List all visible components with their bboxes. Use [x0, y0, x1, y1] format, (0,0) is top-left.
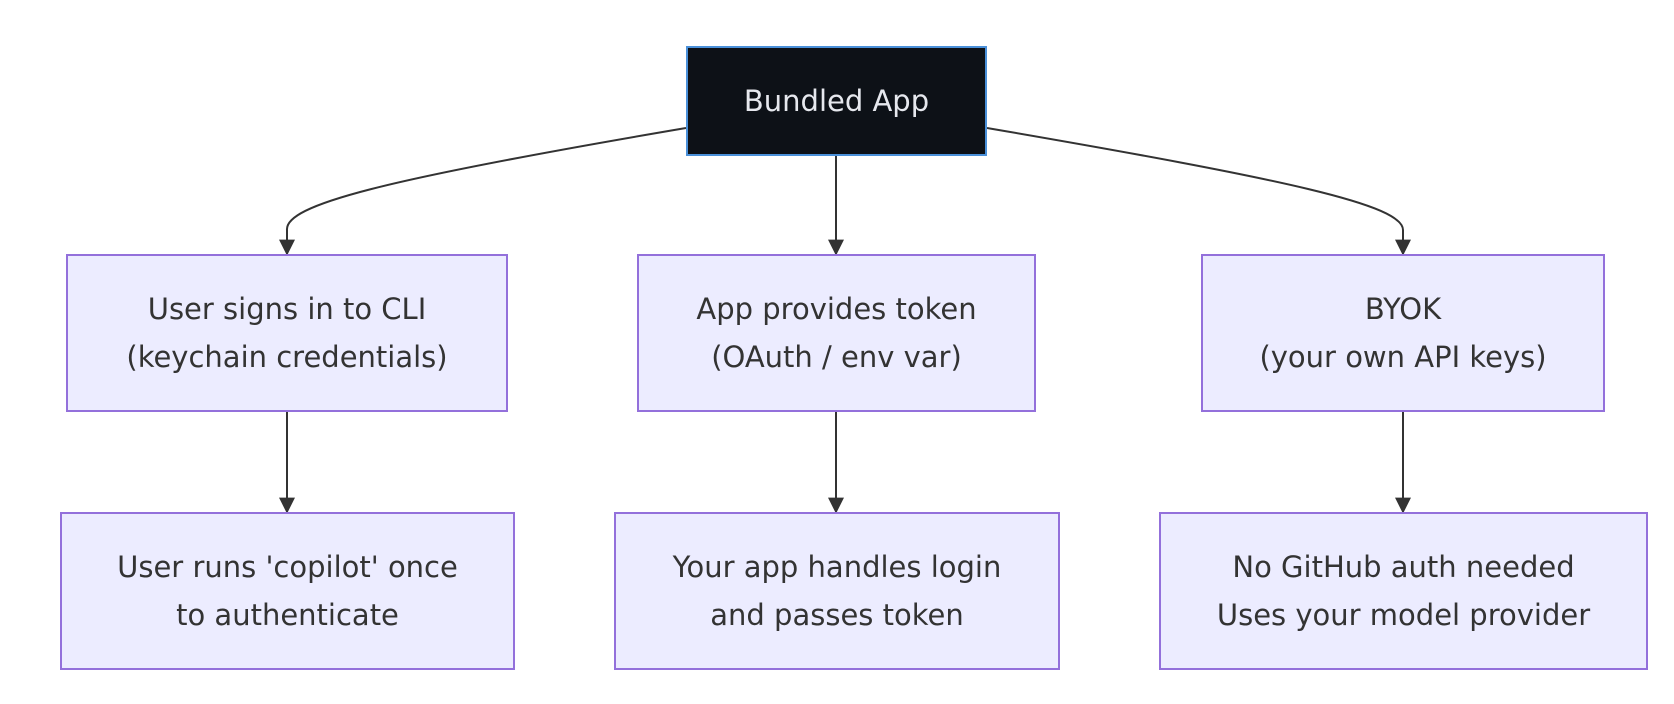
node-user-signs-in-cli-line1: User signs in to CLI [147, 292, 427, 326]
node-byok: BYOK (your own API keys) [1201, 254, 1605, 412]
node-user-runs-copilot-line1: User runs 'copilot' once [117, 550, 458, 584]
node-user-signs-in-cli-line2: (keychain credentials) [126, 340, 448, 374]
node-app-handles-login-line2: and passes token [710, 598, 964, 632]
node-bundled-app: Bundled App [686, 46, 987, 156]
node-byok-line1: BYOK [1364, 292, 1442, 326]
node-user-signs-in-cli: User signs in to CLI (keychain credentia… [66, 254, 508, 412]
edge-root-to-byok [986, 127, 1411, 256]
node-app-handles-login-line1: Your app handles login [672, 550, 1002, 584]
node-app-provides-token-line2: (OAuth / env var) [711, 340, 962, 374]
node-bundled-app-label: Bundled App [743, 84, 930, 118]
node-byok-line2: (your own API keys) [1259, 340, 1547, 374]
node-app-provides-token: App provides token (OAuth / env var) [637, 254, 1036, 412]
node-user-runs-copilot-line2: to authenticate [176, 598, 399, 632]
node-no-github-auth: No GitHub auth needed Uses your model pr… [1159, 512, 1648, 670]
node-no-github-auth-line1: No GitHub auth needed [1232, 550, 1575, 584]
edge-root-to-cli [279, 127, 687, 256]
node-app-handles-login: Your app handles login and passes token [614, 512, 1060, 670]
node-user-runs-copilot: User runs 'copilot' once to authenticate [60, 512, 515, 670]
node-app-provides-token-line1: App provides token [696, 292, 977, 326]
node-no-github-auth-line2: Uses your model provider [1216, 598, 1591, 632]
